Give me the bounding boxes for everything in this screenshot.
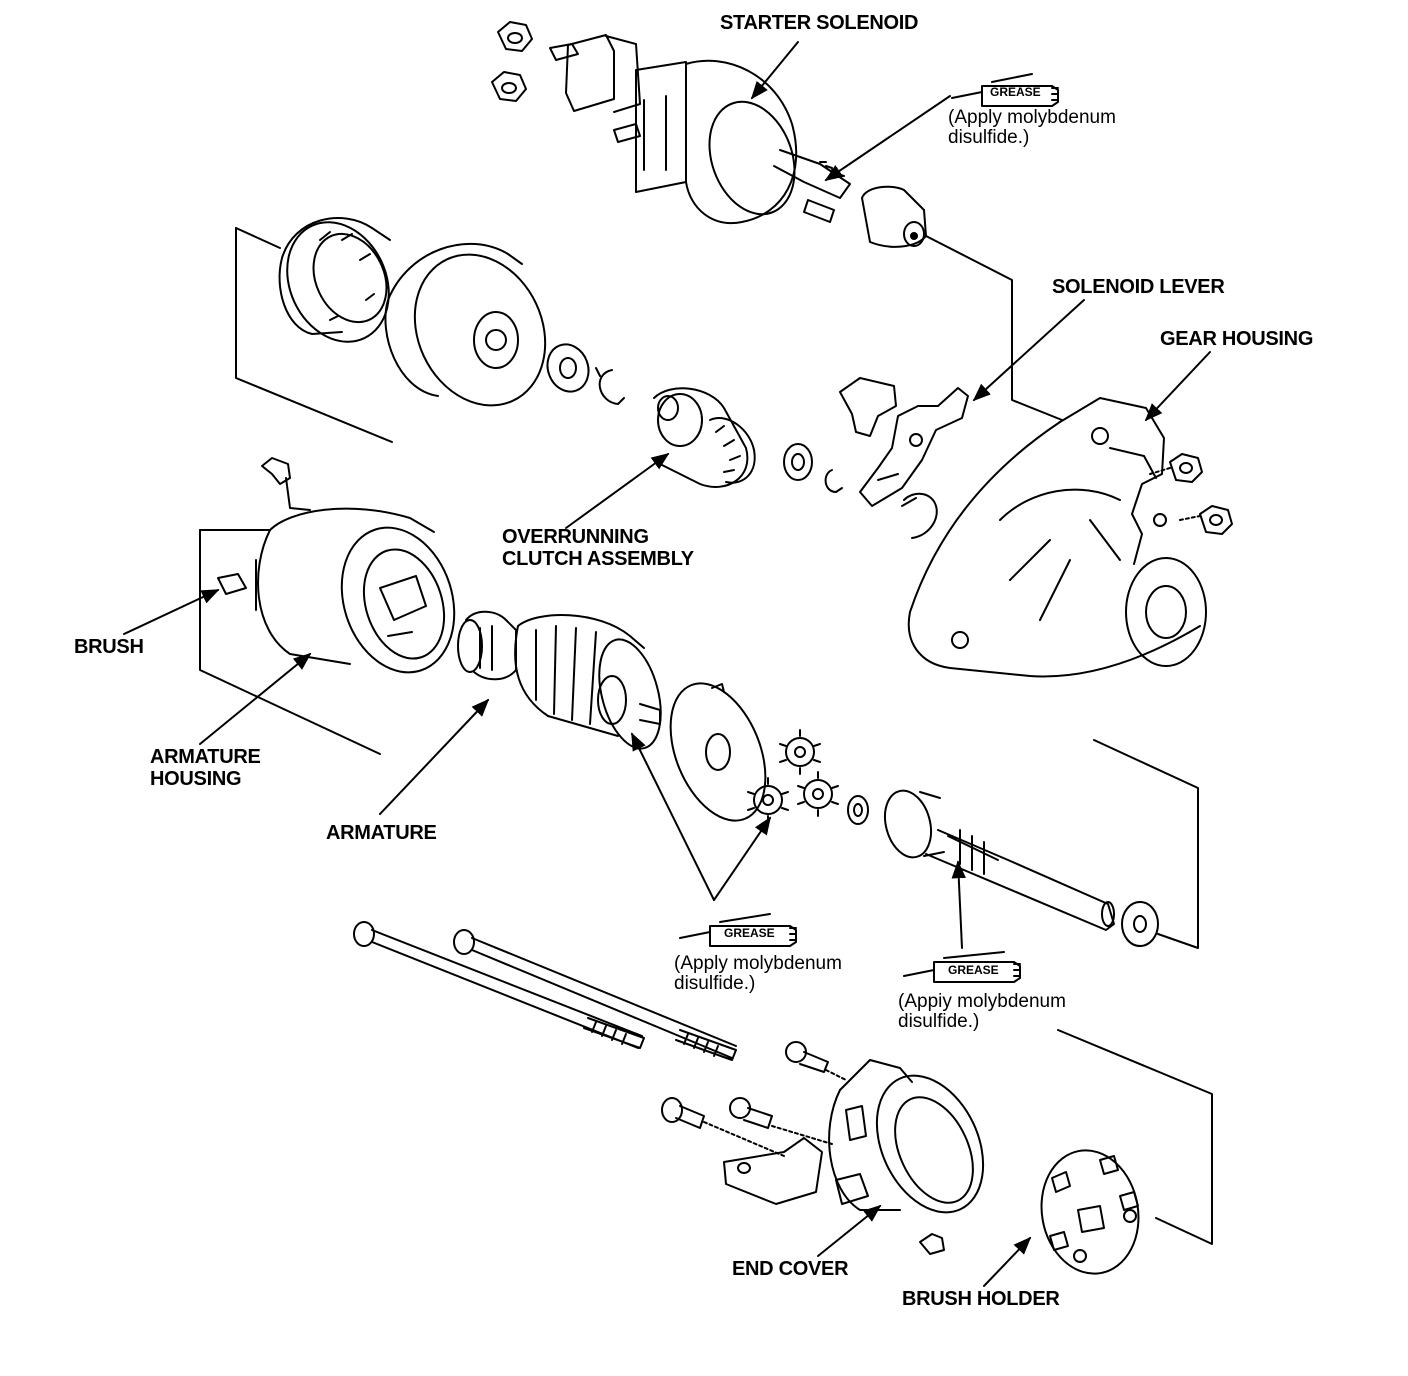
arrow-brush-holder [983,1236,1032,1287]
arrow-grease-shaft [951,860,966,949]
planet-gear-1 [779,729,821,775]
screw-2 [661,1097,705,1129]
arrow-starter-solenoid [750,41,799,100]
dash-lines-screws [703,1069,847,1157]
arrow-brush [123,589,220,635]
bracket-line-1b [235,227,281,249]
nut-gear-1 [1169,453,1203,483]
leader-arrows [123,41,1211,1287]
through-bolt-1 [353,921,645,1049]
label-overrunning-clutch: OVERRUNNING CLUTCH ASSEMBLY [502,526,694,570]
grease-badge-2: GREASE [724,926,775,940]
arrow-grease-planet [713,816,772,901]
grease-note-3-line2: disulfide.) [898,1011,980,1032]
grease-note-1-line2: disulfide.) [948,127,1030,148]
arrow-solenoid-lever [972,299,1085,402]
nut-top-2 [491,71,527,102]
brush-holder [1040,1149,1140,1275]
arrow-end-cover [817,1204,882,1257]
snap-ring-1 [595,367,625,405]
grease-tube-icon [951,73,1059,107]
arrow-overrunning-clutch [565,452,670,529]
armature-housing [255,457,456,674]
planet-gear-3 [747,777,789,823]
bracket-line-3 [1093,739,1199,949]
brush [217,573,247,595]
grommet [919,1233,945,1255]
nut-gear-2 [1199,505,1233,535]
label-gear-housing: GEAR HOUSING [1160,328,1314,350]
solenoid-lever [839,377,969,539]
planet-gear-2 [797,771,839,817]
label-armature-housing-line2: HOUSING [150,768,242,790]
gear-housing [907,397,1207,678]
overrunning-clutch-assembly [653,387,756,488]
armature [457,610,662,750]
arrow-grease-solenoid [824,95,951,182]
plunger-boot [861,185,927,248]
label-brush: BRUSH [74,636,144,658]
snap-ring-2 [824,469,843,493]
washer-1 [546,343,590,393]
pinion-shaft [883,789,1115,931]
end-cover [828,1059,985,1214]
yoke-ring [278,217,391,343]
bracket-line-gh [1011,299,1063,421]
bracket-line-gh2 [925,235,1013,301]
label-starter-solenoid: STARTER SOLENOID [720,12,919,34]
grease-note-1: (Apply molybdenum disulfide.) [948,108,1116,148]
bracket-plate [723,1137,823,1205]
field-housing [384,242,547,407]
bracket-line-4 [1057,1029,1213,1245]
arrow-armature-housing [199,652,312,745]
bearing-ring [783,443,813,481]
arrow-armature [379,698,490,815]
bracket-line-1 [235,227,393,443]
label-solenoid-lever: SOLENOID LEVER [1052,276,1225,298]
label-overrunning-clutch-line2: CLUTCH ASSEMBLY [502,548,694,570]
label-brush-holder: BRUSH HOLDER [902,1288,1060,1310]
grease-badge-3: GREASE [948,963,999,977]
grease-tube-icon [679,913,797,947]
grease-tube-icon [903,951,1021,983]
grease-note-2-line2: disulfide.) [674,973,756,994]
bracket-line-2 [199,529,381,755]
label-armature-housing-line1: ARMATURE [150,746,261,768]
starter-solenoid [549,34,851,225]
internal-gear-plate [669,682,767,822]
screw-1 [785,1041,829,1073]
grease-note-1-line1: (Apply molybdenum [948,107,1116,128]
label-armature: ARMATURE [326,822,437,844]
through-bolt-2 [453,929,737,1061]
grease-note-2-line1: (Apply molybdenum [674,953,842,974]
arrow-grease-armature [631,732,715,901]
washer-3 [1121,901,1159,947]
washer-2 [847,795,869,825]
label-armature-housing: ARMATURE HOUSING [150,746,261,790]
grease-note-3: (Appiy molybdenum disulfide.) [898,992,1066,1032]
grease-badge-1: GREASE [990,85,1041,99]
arrow-gear-housing [1144,351,1211,422]
label-end-cover: END COVER [732,1258,849,1280]
screw-3 [729,1097,773,1129]
nut-top-1 [497,21,533,52]
dash-lines-gear [1149,467,1201,521]
label-overrunning-clutch-line1: OVERRUNNING [502,526,649,548]
grease-note-2: (Apply molybdenum disulfide.) [674,954,842,994]
grease-note-3-line1: (Appiy molybdenum [898,991,1066,1012]
